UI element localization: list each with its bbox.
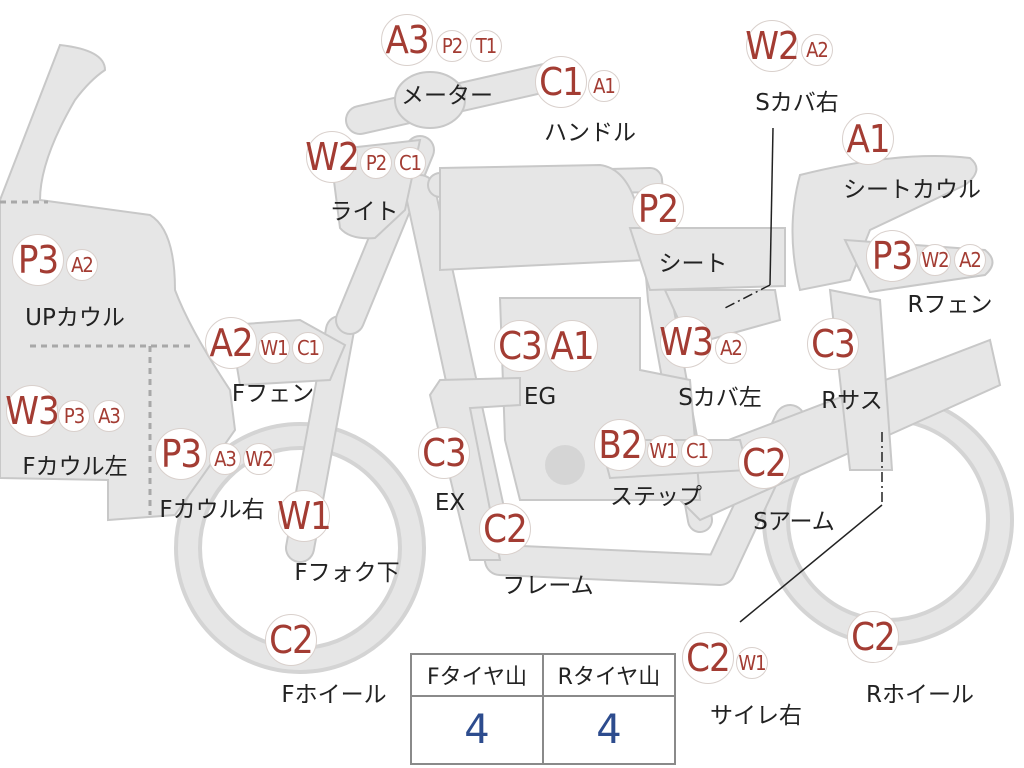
part-label: Fホイール: [281, 682, 387, 708]
grade-badge: W1: [736, 647, 768, 679]
leader-lines: [724, 127, 883, 623]
grade-badge: W2: [305, 131, 360, 183]
part-label: シート: [658, 251, 728, 277]
part-label: Rホイール: [866, 682, 974, 708]
tire-tread-table: Fタイヤ山 Rタイヤ山 4 4: [410, 653, 676, 765]
grade-badge: W1: [647, 435, 679, 467]
grade-badge: W2: [745, 20, 800, 72]
grade-badge: A2: [66, 249, 98, 281]
grade-badge: W3: [659, 316, 714, 368]
grade-badge: P2: [632, 183, 684, 235]
rear-tire-tread-value: 4: [542, 695, 676, 765]
part-label: ステップ: [610, 484, 702, 510]
exhaust: [428, 376, 521, 561]
grade-badge: C2: [738, 437, 790, 489]
part-label: フレーム: [502, 573, 594, 599]
rear-tire-tread-header: Rタイヤ山: [542, 653, 676, 697]
grade-badge: P3: [12, 234, 64, 286]
part-label: Fカウル左: [22, 454, 128, 480]
part-label: Rフェン: [907, 292, 993, 318]
part-label: サイレ右: [710, 703, 802, 729]
part-label: Fフォク下: [294, 560, 400, 586]
front-tire-tread-header: Fタイヤ山: [410, 653, 544, 697]
grade-badge: W1: [277, 490, 332, 542]
grade-badge: W2: [919, 244, 951, 276]
tank: [439, 163, 647, 272]
grade-badge: A2: [205, 317, 257, 369]
grade-badge: C2: [479, 503, 531, 555]
grade-badge: A3: [93, 400, 125, 432]
grade-badge: W2: [243, 443, 275, 475]
part-label: Rサス: [821, 388, 883, 414]
part-label: EX: [434, 490, 466, 516]
part-label: Sカバ右: [755, 90, 839, 116]
grade-badge: A2: [715, 332, 747, 364]
part-label: Sアーム: [753, 509, 835, 535]
part-label: Fフェン: [231, 381, 315, 407]
grade-badge: C3: [418, 427, 470, 479]
front-tire-tread-value: 4: [410, 695, 544, 765]
part-label: メーター: [401, 83, 493, 109]
grade-badge: A1: [842, 113, 894, 165]
grade-badge: C3: [807, 318, 859, 370]
grade-badge: A3: [209, 443, 241, 475]
grade-badge: C1: [535, 56, 587, 108]
part-label: UPカウル: [25, 305, 125, 331]
grade-badge: P3: [866, 230, 918, 282]
cowl-section-dividers: [0, 200, 195, 515]
grade-badge: C3: [494, 320, 546, 372]
part-label: ハンドル: [544, 120, 636, 146]
part-label: Fカウル右: [159, 497, 265, 523]
grade-badge: P3: [58, 400, 90, 432]
grade-badge: C1: [681, 435, 713, 467]
engine-cover: [545, 445, 585, 485]
grade-badge: B2: [594, 419, 646, 471]
grade-badge: P2: [360, 147, 392, 179]
grade-badge: A3: [381, 14, 433, 66]
grade-badge: C1: [292, 332, 324, 364]
grade-badge: A2: [954, 244, 986, 276]
grade-badge: A2: [801, 34, 833, 66]
meter: [394, 71, 466, 129]
grade-badge: C2: [682, 632, 734, 684]
seat: [628, 227, 786, 292]
grade-badge: A1: [588, 70, 620, 102]
grade-badge: W3: [5, 385, 60, 437]
part-label: シートカウル: [843, 177, 981, 203]
grade-badge: C1: [394, 147, 426, 179]
grade-badge: W1: [258, 332, 290, 364]
grade-badge: C2: [847, 611, 899, 663]
part-label: ライト: [329, 199, 399, 225]
part-label: Sカバ左: [678, 385, 762, 411]
grade-badge: C2: [265, 614, 317, 666]
grade-badge: T1: [470, 30, 502, 62]
grade-badge: P2: [436, 30, 468, 62]
grade-badge: P3: [155, 428, 207, 480]
part-label: EG: [523, 384, 557, 410]
grade-badge: A1: [546, 320, 598, 372]
